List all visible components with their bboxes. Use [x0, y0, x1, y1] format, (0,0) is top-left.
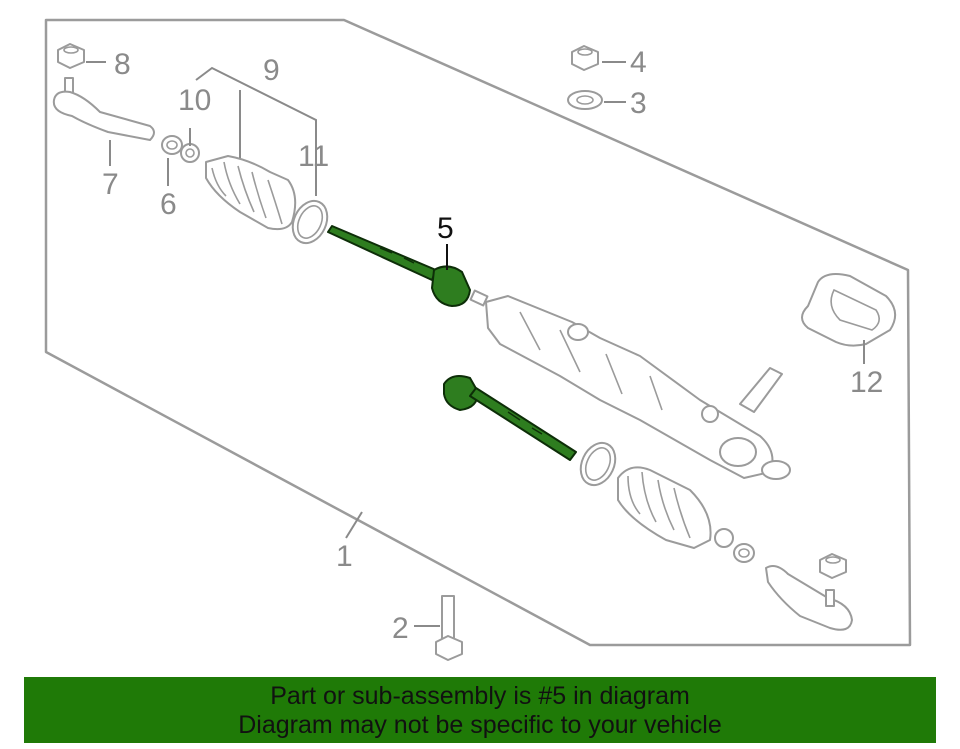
info-banner: Part or sub-assembly is #5 in diagram Di…: [24, 677, 936, 743]
part-6-ring-right[interactable]: [733, 543, 755, 563]
callout-11: 11: [298, 140, 329, 173]
part-10-clamp-right[interactable]: [714, 528, 734, 548]
callout-7: 7: [102, 168, 119, 201]
part-5-inner-tie-rod-lower[interactable]: [443, 375, 577, 461]
part-3-washer[interactable]: [567, 90, 603, 110]
callout-2: 2: [392, 612, 409, 645]
part-7-tie-rod-end[interactable]: [52, 77, 155, 141]
part-2-bolt[interactable]: [435, 595, 463, 661]
callout-12: 12: [850, 366, 883, 399]
part-8-nut[interactable]: [57, 43, 85, 69]
callout-6: 6: [160, 188, 177, 221]
part-5-inner-tie-rod-upper[interactable]: [327, 225, 471, 307]
callout-8: 8: [114, 48, 131, 81]
part-12-cover[interactable]: [801, 273, 897, 347]
part-8-nut-right[interactable]: [819, 553, 847, 579]
part-9-boot[interactable]: [205, 155, 297, 231]
assembly-outline: [44, 18, 912, 647]
callout-5: 5: [437, 212, 454, 245]
part-11-clamp-right[interactable]: [574, 437, 622, 490]
part-6-ring[interactable]: [161, 135, 183, 155]
banner-line-2: Diagram may not be specific to your vehi…: [238, 711, 722, 739]
steering-rack-housing[interactable]: [469, 289, 791, 480]
part-4-nut[interactable]: [571, 45, 599, 71]
callout-1: 1: [336, 540, 353, 573]
part-11-clamp[interactable]: [286, 195, 334, 248]
leader-lines: [86, 61, 865, 627]
callout-10: 10: [178, 84, 211, 117]
callout-9: 9: [263, 54, 280, 87]
parts-diagram: 1 2 3 4 5 6 7 8 9 10 11 12: [44, 18, 912, 661]
part-10-clamp[interactable]: [180, 143, 200, 163]
callout-3: 3: [630, 87, 647, 120]
banner-line-1: Part or sub-assembly is #5 in diagram: [270, 682, 690, 710]
part-9-boot-right[interactable]: [617, 466, 712, 549]
callout-4: 4: [630, 46, 647, 79]
part-7-tie-rod-end-right[interactable]: [765, 565, 853, 631]
